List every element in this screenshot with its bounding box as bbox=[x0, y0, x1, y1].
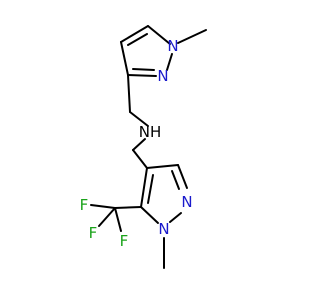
bond-c3-ch2 bbox=[127, 74, 131, 113]
atom-n-bottom-1: N bbox=[181, 193, 192, 211]
trifluoromethyl-group bbox=[90, 204, 122, 232]
atom-n-bottom-2: N bbox=[158, 220, 169, 238]
bond-c-f2 bbox=[114, 207, 122, 232]
bond-c4-c3-bottom bbox=[146, 164, 179, 169]
atom-labels: N N NH N N F F F bbox=[80, 37, 193, 250]
bond-nh-ch2 bbox=[132, 138, 146, 151]
atom-f-1: F bbox=[80, 196, 89, 214]
bond-n1-methyl bbox=[177, 29, 207, 44]
bond-n1-c5-bottom bbox=[140, 206, 159, 224]
atom-f-3: F bbox=[89, 224, 98, 242]
atom-nh-amine: NH bbox=[139, 123, 162, 141]
bond-c5-c4-bottom bbox=[140, 167, 148, 208]
bond-n2-n1 bbox=[166, 53, 173, 71]
bond-n1-c5 bbox=[147, 25, 171, 45]
atom-n-top-1: N bbox=[167, 37, 178, 55]
atom-f-2: F bbox=[120, 232, 129, 250]
bond-c4-c3 bbox=[120, 41, 129, 76]
molecule-structure-diagram: N N NH N N F F F bbox=[80, 25, 207, 269]
bond-c5-c4 bbox=[120, 25, 149, 43]
bond-c-f1 bbox=[90, 204, 116, 209]
bond-c5-c4-inner bbox=[127, 33, 148, 46]
bond-n2-n1-bottom bbox=[169, 212, 182, 223]
bond-c3-n2 bbox=[127, 74, 157, 77]
bond-ch2-nh bbox=[129, 111, 149, 127]
atom-n-top-2: N bbox=[157, 67, 168, 85]
bond-c3-n2-inner bbox=[132, 68, 155, 71]
bond-c5-c4-bottom-inner bbox=[147, 174, 154, 204]
bond-c3-n2-bottom-inner bbox=[171, 170, 180, 190]
bond-c5-cf3 bbox=[114, 206, 142, 209]
top-pyrazole-ring bbox=[120, 25, 207, 127]
bond-c-f3 bbox=[98, 207, 116, 227]
bond-c3-n2-bottom bbox=[177, 164, 188, 189]
bottom-pyrazole-ring bbox=[114, 164, 188, 269]
amine-linker bbox=[132, 138, 148, 169]
bond-ch2-c4-bottom bbox=[132, 149, 148, 169]
molecule-canvas: N N NH N N F F F bbox=[80, 25, 207, 269]
